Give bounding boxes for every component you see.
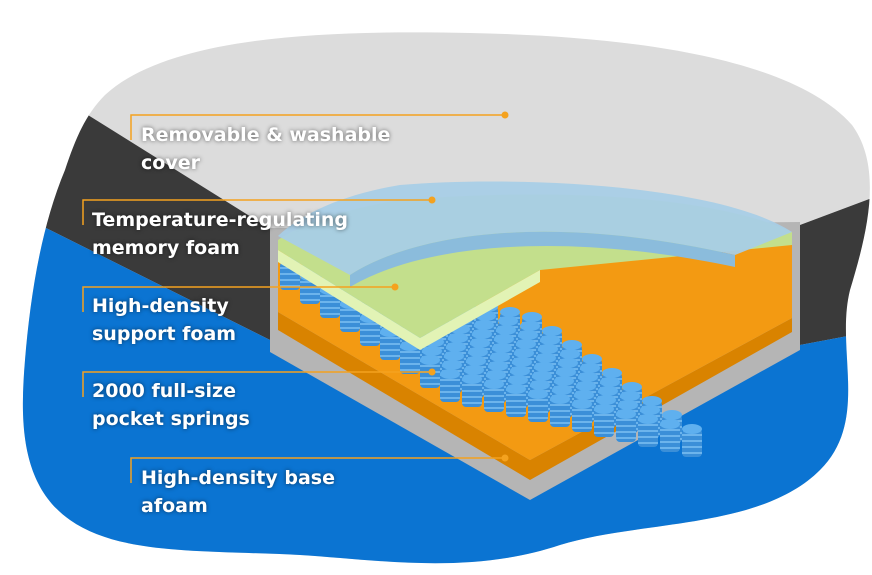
label-pocket-springs: 2000 full-size pocket springs xyxy=(92,377,250,433)
leader-dot xyxy=(501,111,509,119)
spring xyxy=(462,374,482,407)
leader-dot xyxy=(428,368,436,376)
support-foam-edge xyxy=(278,250,420,350)
spring xyxy=(682,424,702,457)
leader-dot xyxy=(428,196,436,204)
leader-line xyxy=(82,368,436,397)
label-memory-foam: Temperature-regulating memory foam xyxy=(92,206,348,262)
label-line: pocket springs xyxy=(92,408,250,430)
spring xyxy=(506,384,526,417)
leader-line xyxy=(82,283,399,312)
leader-dot xyxy=(501,454,509,462)
label-line: Temperature-regulating xyxy=(92,209,348,231)
leader-lines xyxy=(82,111,509,483)
spring xyxy=(572,399,592,432)
label-line: support foam xyxy=(92,323,237,345)
spring xyxy=(440,369,460,402)
mattress-cutaway xyxy=(270,181,800,500)
spring xyxy=(660,419,680,452)
leader-line xyxy=(130,111,509,140)
spring xyxy=(638,414,658,447)
memory-foam-layer xyxy=(278,181,792,275)
label-cover: Removable & washable cover xyxy=(141,121,390,177)
leader-line xyxy=(130,454,509,483)
spring xyxy=(484,379,504,412)
label-line: High-density xyxy=(92,295,229,317)
leader-dot xyxy=(391,283,399,291)
label-line: cover xyxy=(141,152,200,174)
spring xyxy=(594,404,614,437)
label-base-foam: High-density base afoam xyxy=(141,464,335,520)
memory-foam-edge xyxy=(350,231,735,287)
label-line: afoam xyxy=(141,495,208,517)
spring xyxy=(616,409,636,442)
label-line: memory foam xyxy=(92,237,240,259)
leader-line xyxy=(82,196,436,225)
support-foam-edge-2 xyxy=(420,270,540,350)
label-support-foam: High-density support foam xyxy=(92,292,236,348)
spring xyxy=(400,341,420,374)
spring xyxy=(550,394,570,427)
label-line: 2000 full-size xyxy=(92,380,236,402)
label-line: Removable & washable xyxy=(141,124,391,146)
spring xyxy=(528,389,548,422)
label-line: High-density base xyxy=(141,467,335,489)
